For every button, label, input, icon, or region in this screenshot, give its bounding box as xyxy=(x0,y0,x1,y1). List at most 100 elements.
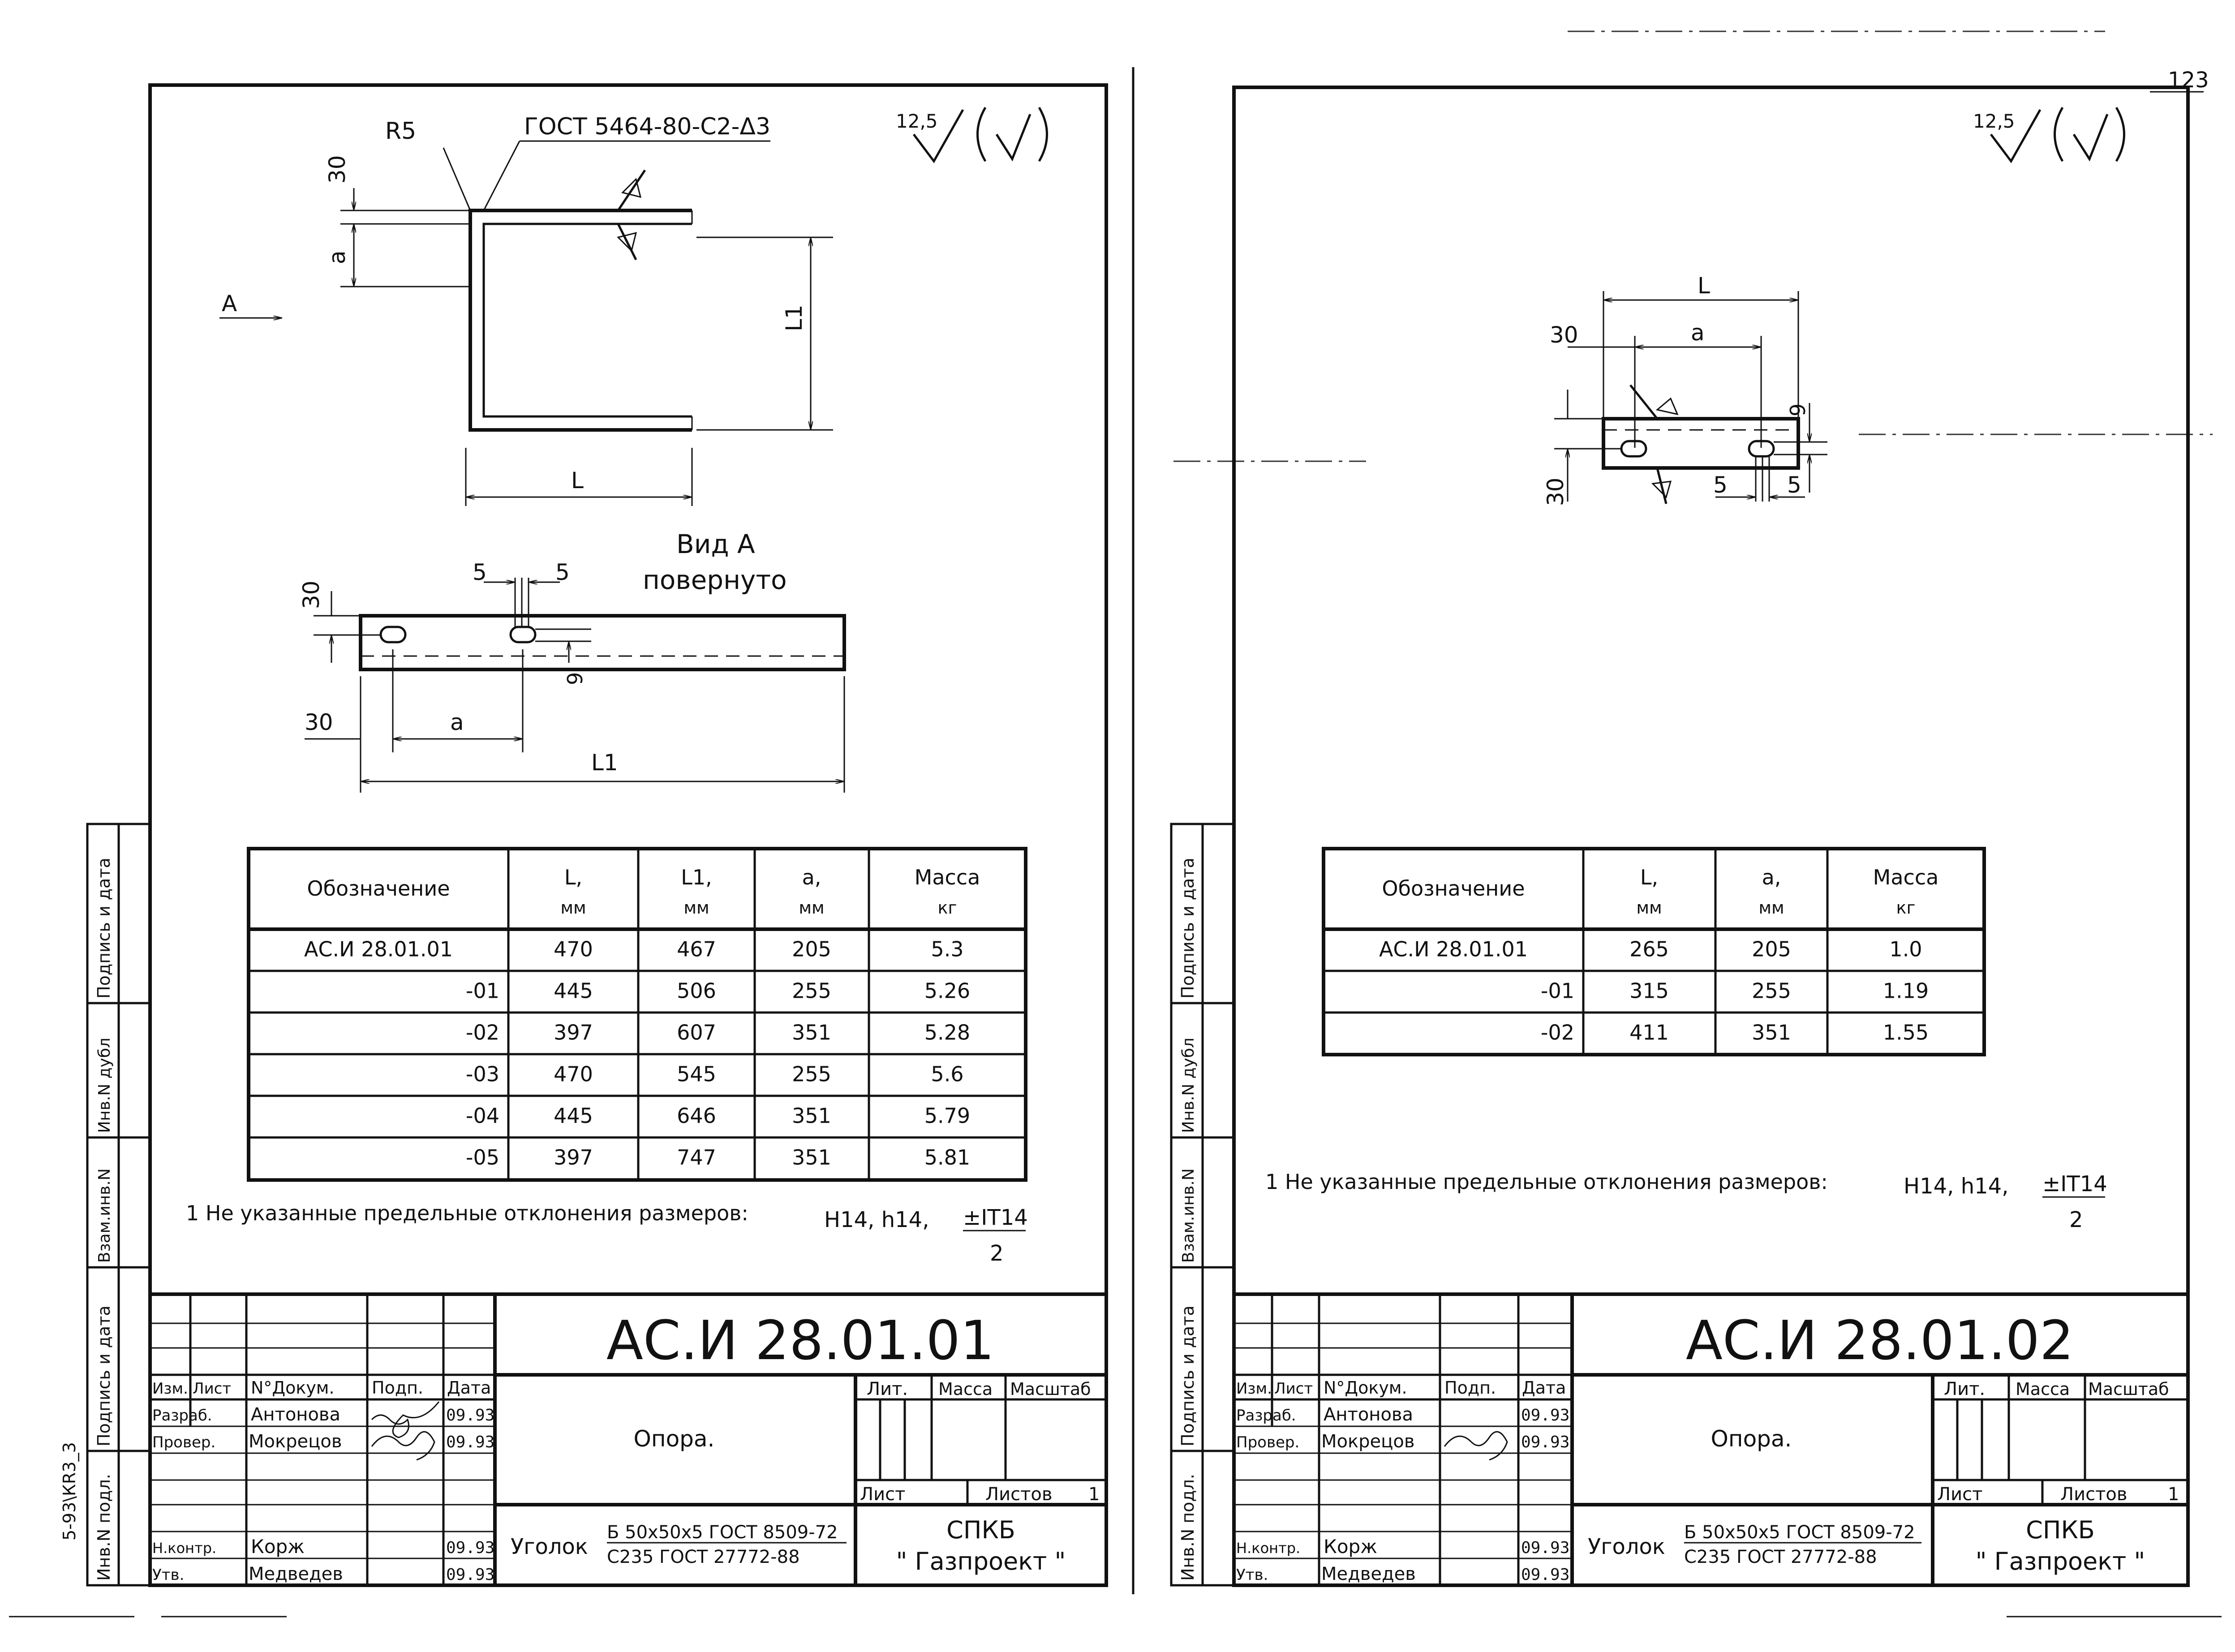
svg-text:1: 1 xyxy=(2168,1484,2179,1505)
svg-text:мм: мм xyxy=(683,898,709,918)
table-cell: 315 xyxy=(1629,978,1669,1003)
svg-text:Инв.N подл.: Инв.N подл. xyxy=(1178,1474,1198,1581)
table-cell: 411 xyxy=(1629,1020,1669,1044)
svg-text:Разраб.: Разраб. xyxy=(1236,1407,1296,1425)
svg-text:" Газпроект ": " Газпроект " xyxy=(896,1547,1066,1575)
svg-text:Дата: Дата xyxy=(447,1378,491,1398)
table-cell: 5.81 xyxy=(924,1145,970,1169)
svg-text:Лист: Лист xyxy=(193,1380,231,1398)
svg-text:Утв.: Утв. xyxy=(152,1566,184,1584)
svg-text:Подп.: Подп. xyxy=(372,1378,423,1398)
svg-text:С235 ГОСТ 27772-88: С235 ГОСТ 27772-88 xyxy=(607,1547,800,1567)
svg-text:a: a xyxy=(324,250,350,264)
svg-text:Изм.: Изм. xyxy=(152,1380,188,1398)
svg-text:09.93: 09.93 xyxy=(446,1566,494,1584)
svg-text:Провер.: Провер. xyxy=(1236,1433,1299,1451)
svg-text:L: L xyxy=(1698,273,1710,299)
svg-text:Провер.: Провер. xyxy=(152,1433,215,1451)
svg-text:L: L xyxy=(571,468,584,493)
svg-text:Медведев: Медведев xyxy=(1321,1564,1416,1584)
svg-text:5: 5 xyxy=(1713,472,1728,498)
svg-text:Мокрецов: Мокрецов xyxy=(1321,1431,1414,1452)
designation-2: АС.И 28.01.02 xyxy=(1686,1310,2074,1372)
svg-text:мм: мм xyxy=(560,898,586,918)
scan-artifacts xyxy=(9,30,2222,1618)
svg-text:Взам.инв.N: Взам.инв.N xyxy=(1179,1168,1198,1263)
svg-text:30: 30 xyxy=(1550,322,1578,348)
svg-text:Н.контр.: Н.контр. xyxy=(152,1540,216,1557)
table-cell: 265 xyxy=(1629,937,1669,961)
t2-h3: Масса xyxy=(1873,865,1939,889)
svg-text:5: 5 xyxy=(473,559,487,585)
table-cell: 351 xyxy=(792,1145,831,1169)
table-cell: 506 xyxy=(677,978,716,1003)
svg-text:Лит.: Лит. xyxy=(1944,1379,1985,1399)
t1-h1: L, xyxy=(564,865,582,889)
table-cell: 646 xyxy=(677,1103,716,1128)
table-cell: 397 xyxy=(554,1145,593,1169)
table-cell: -02 xyxy=(466,1020,499,1044)
svg-text:09.93: 09.93 xyxy=(446,1433,494,1451)
view-a-rotated: Вид A повернуто 5 5 9 30 xyxy=(298,529,846,793)
svg-text:09.93: 09.93 xyxy=(1521,1566,1569,1584)
table-cell: -01 xyxy=(466,978,499,1003)
svg-text:12,5: 12,5 xyxy=(1973,110,2015,132)
svg-text:кг: кг xyxy=(1896,898,1916,918)
table-cell: 205 xyxy=(1752,937,1791,961)
svg-text:9: 9 xyxy=(1786,403,1810,416)
svg-text:12,5: 12,5 xyxy=(896,110,938,132)
title-block-1: Изм. Лист N°Докум. Подп. Дата Разраб. Ан… xyxy=(148,1292,1108,1587)
svg-text:Утв.: Утв. xyxy=(1236,1566,1268,1584)
svg-text:09.93: 09.93 xyxy=(446,1539,494,1557)
svg-text:±IT14: ±IT14 xyxy=(963,1205,1028,1230)
sheet-1: Подпись и дата Инв.N дубл Взам.инв.N Под… xyxy=(60,83,1108,1587)
sheet-2: Подпись и дата Инв.N дубл Взам.инв.N Под… xyxy=(1170,86,2190,1587)
table-cell: 5.26 xyxy=(924,978,970,1003)
table-cell: АС.И 28.01.01 xyxy=(304,937,453,961)
table-cell: 545 xyxy=(677,1062,716,1086)
svg-text:30: 30 xyxy=(1543,477,1569,506)
svg-text:Корж: Корж xyxy=(251,1536,305,1558)
svg-text:Антонова: Антонова xyxy=(1324,1404,1413,1425)
table-cell: -05 xyxy=(466,1145,499,1169)
t1-h3: a, xyxy=(802,865,821,889)
svg-text:09.93: 09.93 xyxy=(1521,1406,1569,1425)
margin-inv-dubl: Инв.N дубл xyxy=(95,1038,114,1133)
svg-text:Уголок: Уголок xyxy=(511,1534,588,1559)
margin-vzam-inv: Взам.инв.N xyxy=(95,1168,114,1263)
svg-text:H14, h14,: H14, h14, xyxy=(824,1207,929,1232)
spec-table-2: Обозначение L, a, Масса мм мм кг АС.И 28… xyxy=(1322,847,1986,1056)
table-cell: 470 xyxy=(554,937,593,961)
svg-text:H14, h14,: H14, h14, xyxy=(1904,1174,2008,1199)
designation-1: АС.И 28.01.01 xyxy=(606,1310,994,1372)
bracket-front-view: R5 ГОСТ 5464-80-С2-Δ3 30 a L1 L A xyxy=(219,113,833,506)
signature-scribble xyxy=(371,1401,440,1438)
weld-gost-label: ГОСТ 5464-80-С2-Δ3 xyxy=(524,113,770,140)
svg-text:1 Не указанные предельные откл: 1 Не указанные предельные отклонения раз… xyxy=(1265,1170,1828,1194)
table-cell: 5.79 xyxy=(924,1103,970,1128)
svg-text:9: 9 xyxy=(563,672,587,685)
svg-text:С235 ГОСТ 27772-88: С235 ГОСТ 27772-88 xyxy=(1684,1547,1877,1567)
signature-scribble-2 xyxy=(371,1431,435,1461)
table-cell: 351 xyxy=(792,1020,831,1044)
svg-text:СПКБ: СПКБ xyxy=(2026,1516,2095,1544)
svg-text:5: 5 xyxy=(555,559,570,585)
svg-text:Масса: Масса xyxy=(2016,1379,2070,1399)
table-cell: 255 xyxy=(792,978,831,1003)
svg-text:Мокрецов: Мокрецов xyxy=(249,1431,342,1452)
svg-text:Масса: Масса xyxy=(938,1379,993,1399)
table-cell: 1.55 xyxy=(1883,1020,1929,1044)
table-cell: 1.0 xyxy=(1889,937,1922,961)
svg-text:Н.контр.: Н.контр. xyxy=(1236,1540,1300,1557)
svg-text:Масштаб: Масштаб xyxy=(1010,1379,1091,1399)
svg-text:СПКБ: СПКБ xyxy=(946,1516,1015,1544)
table-cell: АС.И 28.01.01 xyxy=(1379,937,1528,961)
svg-text:±IT14: ±IT14 xyxy=(2042,1171,2107,1197)
part-name-1: Опора. xyxy=(634,1426,715,1452)
table-cell: 5.28 xyxy=(924,1020,970,1044)
svg-text:2: 2 xyxy=(2069,1207,2083,1232)
svg-text:Листов: Листов xyxy=(2060,1484,2127,1505)
svg-text:Разраб.: Разраб. xyxy=(152,1407,212,1425)
radius-label: R5 xyxy=(385,118,416,145)
